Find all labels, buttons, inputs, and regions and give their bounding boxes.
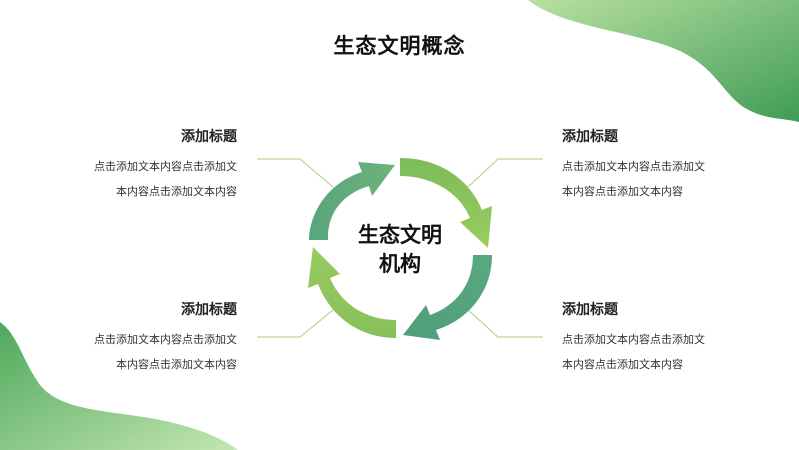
block-body-line: 本内容点击添加文本内容	[562, 358, 683, 371]
block-body: 点击添加文本内容点击添加文 本内容点击添加文本内容	[562, 327, 762, 377]
cycle-arrow-bottom-right	[403, 255, 492, 340]
block-body: 点击添加文本内容点击添加文 本内容点击添加文本内容	[37, 327, 237, 377]
block-body: 点击添加文本内容点击添加文 本内容点击添加文本内容	[562, 154, 762, 204]
page-title: 生态文明概念	[333, 34, 466, 58]
connector-bottom-right	[467, 309, 543, 338]
block-body-line: 本内容点击添加文本内容	[116, 358, 237, 371]
cycle-arrow-top-left	[309, 162, 395, 240]
block-body-line: 点击添加文本内容点击添加文	[562, 333, 705, 346]
block-heading: 添加标题	[181, 129, 237, 145]
cycle-arrow-top-right	[400, 158, 492, 248]
block-heading: 添加标题	[562, 302, 618, 318]
block-body-line: 点击添加文本内容点击添加文	[94, 160, 237, 173]
text-block-top-left: 添加标题 点击添加文本内容点击添加文 本内容点击添加文本内容	[37, 126, 237, 204]
block-body-line: 点击添加文本内容点击添加文	[562, 160, 705, 173]
block-body: 点击添加文本内容点击添加文 本内容点击添加文本内容	[37, 154, 237, 204]
text-block-bottom-right: 添加标题 点击添加文本内容点击添加文 本内容点击添加文本内容	[562, 299, 762, 377]
block-body-line: 本内容点击添加文本内容	[116, 185, 237, 198]
center-label-line-2: 机构	[379, 252, 421, 276]
block-body-line: 本内容点击添加文本内容	[562, 185, 683, 198]
block-heading: 添加标题	[562, 129, 618, 145]
block-body-line: 点击添加文本内容点击添加文	[94, 333, 237, 346]
connector-top-right	[467, 158, 543, 188]
text-block-top-right: 添加标题 点击添加文本内容点击添加文 本内容点击添加文本内容	[562, 126, 762, 204]
cycle-arrow-bottom-left	[308, 247, 396, 338]
connector-bottom-left	[257, 309, 334, 338]
center-label: 生态文明 机构	[330, 221, 470, 279]
text-block-bottom-left: 添加标题 点击添加文本内容点击添加文 本内容点击添加文本内容	[37, 299, 237, 377]
block-heading: 添加标题	[181, 302, 237, 318]
center-label-line-1: 生态文明	[358, 223, 442, 247]
connector-top-left	[257, 158, 334, 188]
